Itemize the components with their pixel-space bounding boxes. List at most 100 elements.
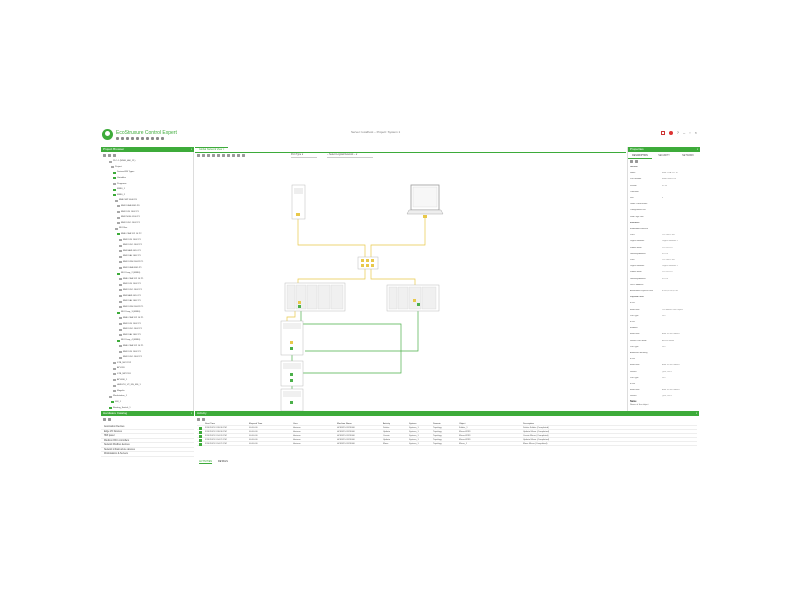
property-value[interactable]: 255.255.0.0 <box>662 246 673 249</box>
tree-item[interactable]: BMX DRA 0805 P0 <box>117 205 140 208</box>
property-value[interactable]: Access Mode <box>662 339 675 342</box>
property-row[interactable]: Enabled <box>630 327 698 330</box>
tree-item[interactable]: BMX AMI 0410 P1 <box>119 294 141 297</box>
catalog-item[interactable]: Modicon PAC controllers <box>101 439 194 443</box>
select-icon[interactable] <box>197 154 200 157</box>
cut-icon[interactable] <box>131 137 134 140</box>
tree-item[interactable]: Routing_Switch_1 <box>109 406 131 409</box>
property-value[interactable]: 0.0.0.0 <box>662 277 669 280</box>
pin-icon[interactable]: ▪ <box>190 411 192 415</box>
workstation[interactable] <box>406 184 444 218</box>
tree-item[interactable]: BME CRA 312 10 P1 <box>119 345 143 348</box>
tab-details[interactable]: DETAILS <box>218 460 228 463</box>
tree-item[interactable]: BMX DAI 1602 P1 <box>119 334 141 337</box>
tree-item[interactable]: SW_1 <box>111 401 121 404</box>
network-switch[interactable] <box>357 256 379 270</box>
property-value[interactable]: 0.0.0.0 <box>662 252 669 255</box>
tree-item[interactable]: PLC-1 (M580_ASI_PL) <box>109 160 135 163</box>
column-header[interactable]: Object <box>459 422 466 425</box>
property-value[interactable]: Logical Network 1 <box>662 265 678 268</box>
property-row[interactable]: Interfaces <box>630 222 698 225</box>
zoom-in-icon[interactable] <box>207 154 210 157</box>
property-row[interactable]: Configuration File <box>630 209 698 212</box>
logical-network-dropdown[interactable]: – Select Logical Network – ▾ <box>327 153 373 158</box>
tree-item[interactable]: BMX AMI 0410 P1 <box>119 250 141 253</box>
property-value[interactable]: QoS, RSTP <box>662 370 673 373</box>
save-icon[interactable] <box>121 137 124 140</box>
column-header[interactable]: Domain <box>433 422 441 425</box>
property-value[interactable]: RIO <box>662 314 666 317</box>
tree-item[interactable]: Derived FB Types <box>113 171 134 174</box>
property-row[interactable]: Under Construction <box>630 203 698 206</box>
tree-item[interactable]: RIO Drop_4 (M580) <box>117 339 140 342</box>
clear-icon[interactable] <box>202 418 205 421</box>
pan-icon[interactable] <box>202 154 205 157</box>
property-row[interactable]: ETH1 <box>630 302 698 305</box>
property-value[interactable]: 192.168.0.106 <box>662 259 675 261</box>
rio-drop-1[interactable] <box>280 320 304 356</box>
property-row[interactable]: Embedded Interface <box>630 228 698 231</box>
tree-item[interactable]: BMX DDO 1602 P1 <box>117 222 140 225</box>
catalog-item[interactable]: Network infrastructure devices <box>101 448 194 452</box>
tree-item[interactable]: Magelis <box>113 390 125 393</box>
copy-icon[interactable] <box>136 137 139 140</box>
minimize-button[interactable]: – <box>683 130 686 135</box>
plc-controller[interactable] <box>291 184 306 220</box>
property-value[interactable]: 255.255.0.0 <box>662 271 673 274</box>
tree-item[interactable]: M580_2 <box>113 194 125 197</box>
column-header[interactable]: System <box>409 422 417 425</box>
tree-item[interactable]: BMX DDM 16022 P1 <box>119 261 143 264</box>
tree-item[interactable]: RIO Drop_3 (M580) <box>117 311 140 314</box>
property-value[interactable]: Auto 10/100 Mbits/s <box>662 333 680 336</box>
tree-item[interactable]: BMX DDI 1602 P1 <box>119 350 141 353</box>
property-value[interactable]: QoS, RSTP <box>662 395 673 398</box>
tree-item[interactable]: BMX NOE 0100 P1 <box>117 216 140 219</box>
refresh-icon[interactable] <box>197 418 200 421</box>
property-row[interactable]: ETH2 <box>630 321 698 324</box>
tree-item[interactable]: STB_NIC2212 <box>113 362 131 365</box>
tree-item[interactable]: BME CRA 312 10 P1 <box>119 317 143 320</box>
tab-global-network-view[interactable]: Global Network View × <box>195 147 229 152</box>
property-value[interactable]: 100 Mbits/s Full Duplex <box>662 308 683 311</box>
tree-item[interactable]: BMX DAI 1602 P1 <box>119 255 141 258</box>
property-value[interactable]: 0 <box>662 197 664 199</box>
rio-drop-2[interactable] <box>280 360 304 387</box>
remote-rack[interactable] <box>386 284 440 312</box>
property-value[interactable]: ETH1,ETH2,ETH3 <box>662 290 679 292</box>
catalog-item[interactable]: Network Modbus devices <box>101 443 194 448</box>
tree-item[interactable]: BMX DDO 1602 P1 <box>119 356 142 359</box>
notification-icon[interactable] <box>660 131 665 136</box>
tree-item[interactable]: BME CRA 312 10 P2 <box>117 233 141 236</box>
property-row[interactable]: Automatic Mirroring <box>630 352 698 355</box>
export-icon[interactable] <box>237 154 240 157</box>
tree-item[interactable]: Workstation_1 <box>109 395 127 398</box>
column-header[interactable]: Description <box>523 422 534 425</box>
property-value[interactable]: 02.30 <box>662 184 668 187</box>
layout-icon[interactable] <box>232 154 235 157</box>
column-header[interactable]: Machine Name <box>337 422 352 425</box>
column-header[interactable]: Activity <box>383 422 390 425</box>
property-row[interactable]: General <box>630 166 698 169</box>
tree-item[interactable]: ATV320 <box>113 367 125 370</box>
catalog-item[interactable]: Workstations & Servers <box>101 452 194 457</box>
column-header[interactable]: Start Time <box>205 422 215 425</box>
tree-item[interactable]: BMX DDI 1602 P1 <box>119 322 141 325</box>
